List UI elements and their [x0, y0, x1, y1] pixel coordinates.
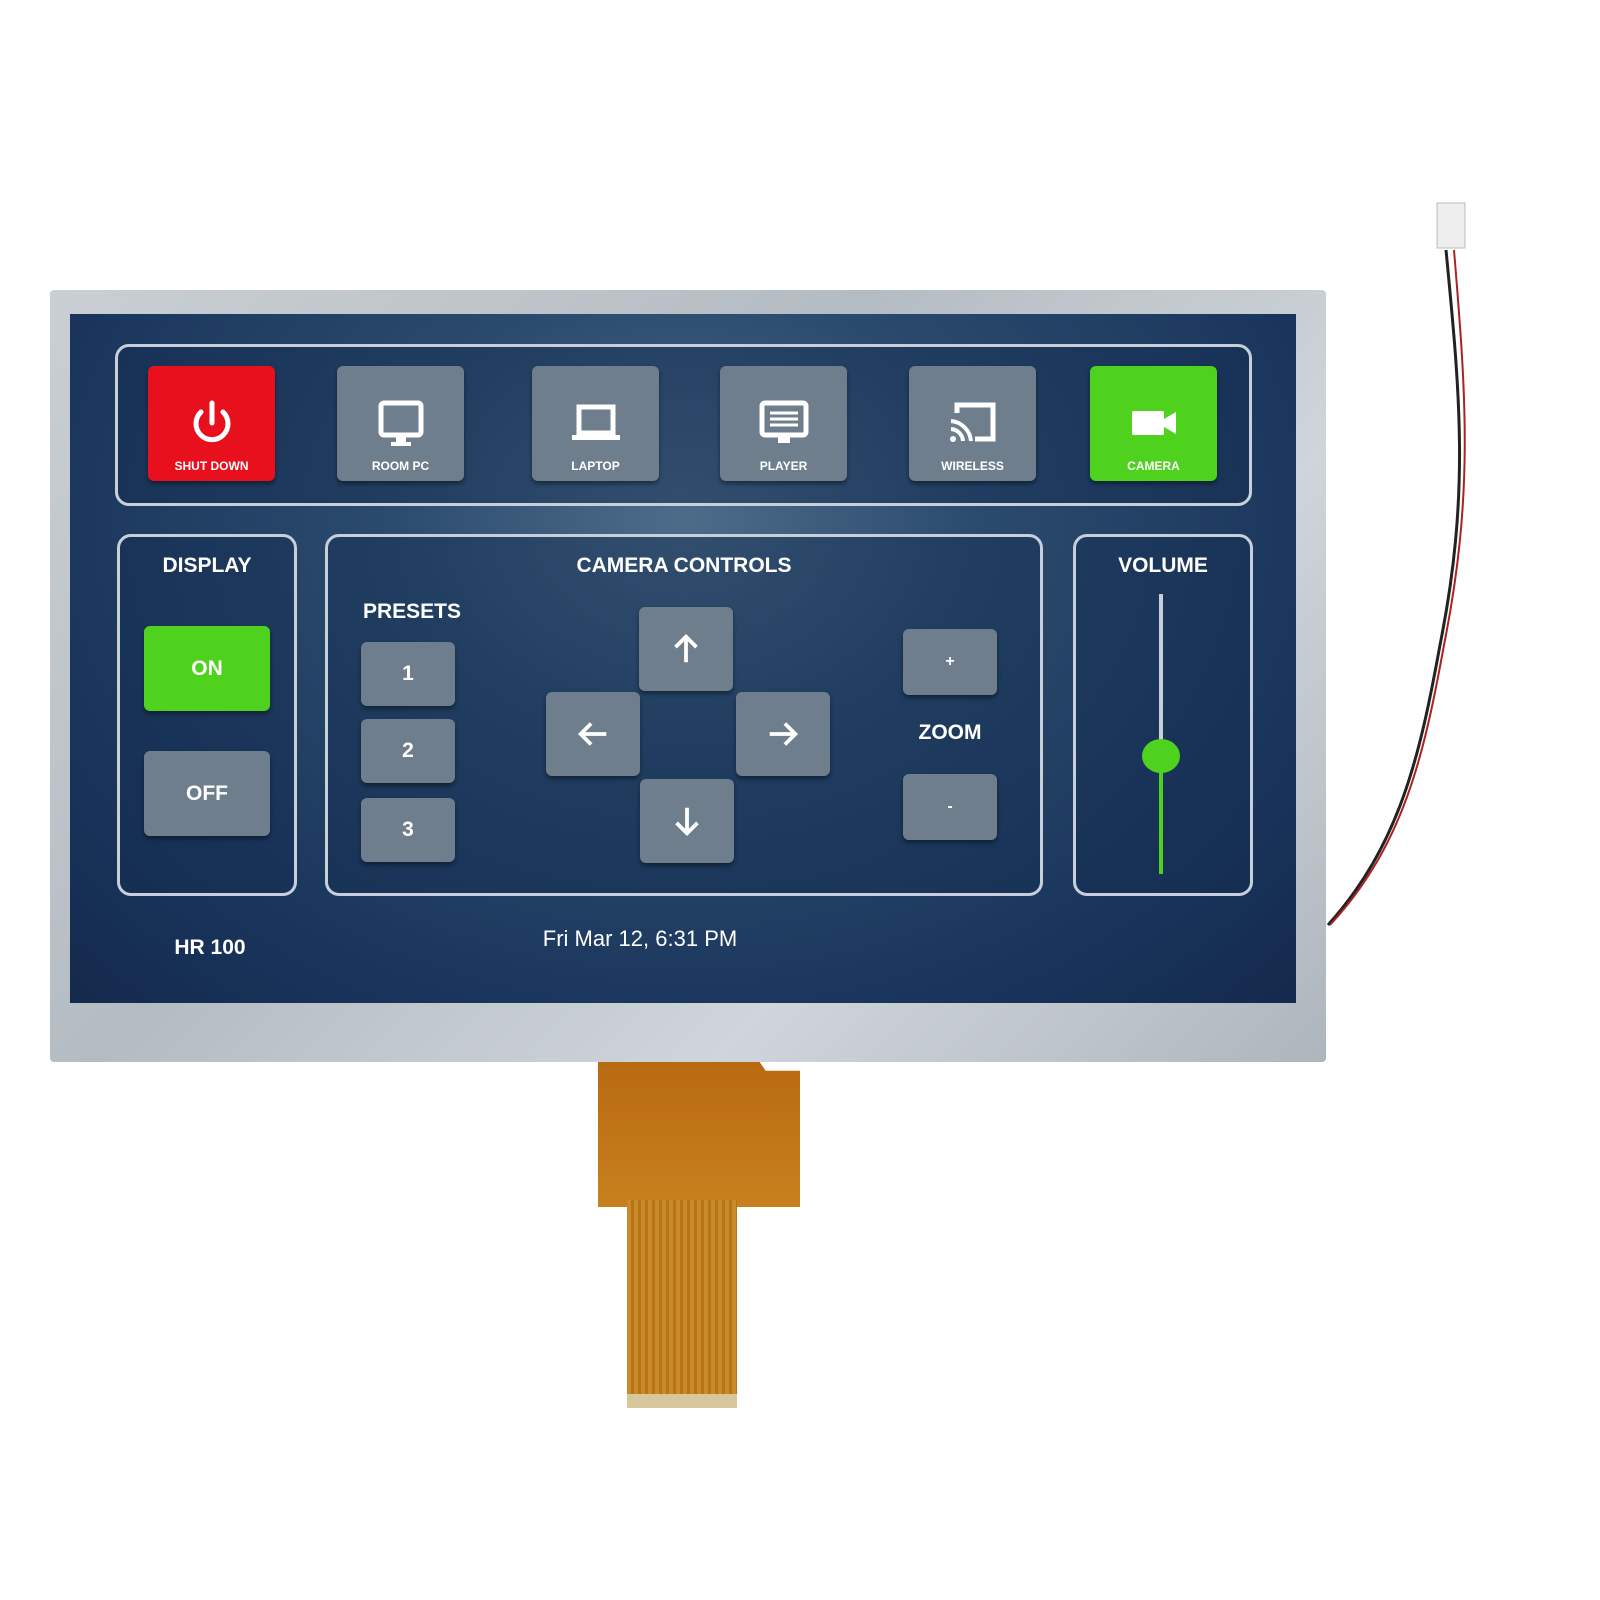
- arrow-up-icon: [674, 633, 698, 663]
- pan-right-button[interactable]: [736, 692, 830, 776]
- presets-title: PRESETS: [362, 600, 462, 623]
- volume-panel: [1073, 534, 1253, 896]
- camera-controls-title: CAMERA CONTROLS: [576, 554, 792, 577]
- arrow-left-icon: [577, 722, 607, 746]
- zoom-in-button[interactable]: +: [903, 629, 997, 695]
- shut-down-button[interactable]: SHUT DOWN: [148, 366, 275, 481]
- zoom-out-button[interactable]: -: [903, 774, 997, 840]
- camera-label: CAMERA: [1127, 459, 1180, 473]
- room-pc-button[interactable]: ROOM PC: [337, 366, 464, 481]
- power-icon: [193, 400, 230, 443]
- arrow-down-icon: [675, 807, 699, 837]
- source-bar: [115, 344, 1252, 506]
- shut-down-label: SHUT DOWN: [174, 459, 249, 473]
- preset-1-button[interactable]: 1: [361, 642, 455, 706]
- date-time: Fri Mar 12, 6:31 PM: [542, 926, 738, 951]
- volume-slider-thumb[interactable]: [1142, 739, 1180, 774]
- pan-left-button[interactable]: [546, 692, 640, 776]
- wireless-label: WIRELESS: [941, 459, 1004, 473]
- player-icon: [759, 400, 808, 443]
- cast-icon: [949, 402, 995, 442]
- wireless-button[interactable]: WIRELESS: [909, 366, 1036, 481]
- room-name: HR 100: [174, 936, 246, 959]
- volume-slider-fill: [1159, 756, 1163, 874]
- arrow-right-icon: [769, 722, 799, 746]
- flex-cable: [598, 1062, 800, 1207]
- volume-slider[interactable]: [1142, 594, 1180, 874]
- laptop-label: LAPTOP: [571, 459, 620, 473]
- player-button[interactable]: PLAYER: [720, 366, 847, 481]
- volume-title: VOLUME: [1118, 554, 1208, 577]
- laptop-button[interactable]: LAPTOP: [532, 366, 659, 481]
- display-title: DISPLAY: [162, 554, 252, 577]
- touch-screen: SHUT DOWN ROOM PC LAPTOP PLAYER WIRELESS…: [70, 314, 1296, 1003]
- pan-down-button[interactable]: [640, 779, 734, 863]
- display-off-button[interactable]: OFF: [144, 751, 270, 836]
- camera-button[interactable]: CAMERA: [1090, 366, 1217, 481]
- monitor-icon: [378, 400, 423, 446]
- display-panel: [117, 534, 297, 896]
- flex-cable-tail: [627, 1200, 737, 1408]
- laptop-icon: [571, 404, 620, 440]
- preset-3-button[interactable]: 3: [361, 798, 455, 862]
- pan-up-button[interactable]: [639, 607, 733, 691]
- preset-2-button[interactable]: 2: [361, 719, 455, 783]
- touch-cable: [1326, 202, 1466, 927]
- player-label: PLAYER: [759, 459, 808, 473]
- video-camera-icon: [1131, 411, 1176, 435]
- display-on-button[interactable]: ON: [144, 626, 270, 711]
- zoom-label: ZOOM: [918, 721, 982, 744]
- room-pc-label: ROOM PC: [371, 459, 430, 473]
